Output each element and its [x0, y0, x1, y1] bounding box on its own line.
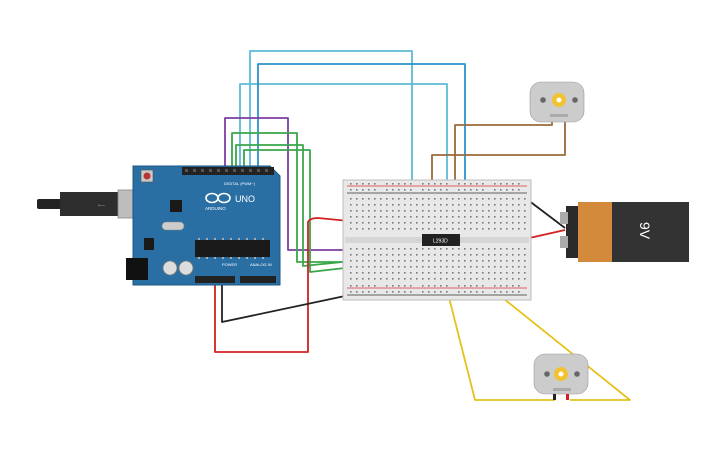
usb-cable: ⟵ [37, 189, 144, 219]
arduino-uno[interactable]: ⟵ DIGITAL (PWM~) ARDUINO UNO [37, 165, 281, 286]
wire-light-blue-1[interactable] [249, 50, 413, 230]
power-label: POWER [222, 262, 237, 267]
wire-red-1[interactable] [214, 217, 421, 353]
motor-screw-icon [572, 97, 578, 103]
capacitor-1 [162, 260, 178, 276]
wire-blue-1[interactable] [257, 63, 466, 230]
atmega-chip [195, 240, 270, 257]
breadboard-holes [350, 183, 526, 293]
arduino-board [132, 165, 281, 286]
l293d-ic[interactable]: L293D [422, 234, 460, 246]
wire-purple[interactable] [224, 117, 420, 251]
wire-black-1[interactable] [221, 275, 346, 323]
arduino-logo-icon [205, 192, 231, 204]
battery-label: 9V [637, 222, 653, 240]
regulator [144, 238, 154, 250]
battery-9v[interactable]: 9V [560, 202, 689, 262]
usb-chip [170, 200, 182, 212]
analog-header [240, 276, 276, 283]
wire-yellow-1[interactable] [437, 253, 555, 401]
crystal [161, 221, 185, 231]
motor-screw-icon [574, 371, 580, 377]
wire-brown-2[interactable] [454, 122, 553, 228]
motor-screw-icon [540, 97, 546, 103]
svg-text:⟵: ⟵ [98, 203, 105, 209]
wire-light-blue-2[interactable] [239, 83, 448, 230]
motor-screw-icon [544, 371, 550, 377]
arduino-brand: ARDUINO [205, 206, 226, 211]
arduino-model: UNO [235, 194, 255, 204]
motor-top[interactable] [529, 81, 585, 123]
power-jack [126, 258, 148, 280]
digital-label: DIGITAL (PWM~) [224, 181, 256, 186]
motor-bottom[interactable] [533, 353, 589, 400]
ic-label: L293D [433, 239, 448, 245]
analog-label: ANALOG IN [250, 262, 272, 267]
power-header [195, 276, 235, 283]
wire-yellow-2[interactable] [447, 253, 631, 401]
capacitor-2 [178, 260, 194, 276]
